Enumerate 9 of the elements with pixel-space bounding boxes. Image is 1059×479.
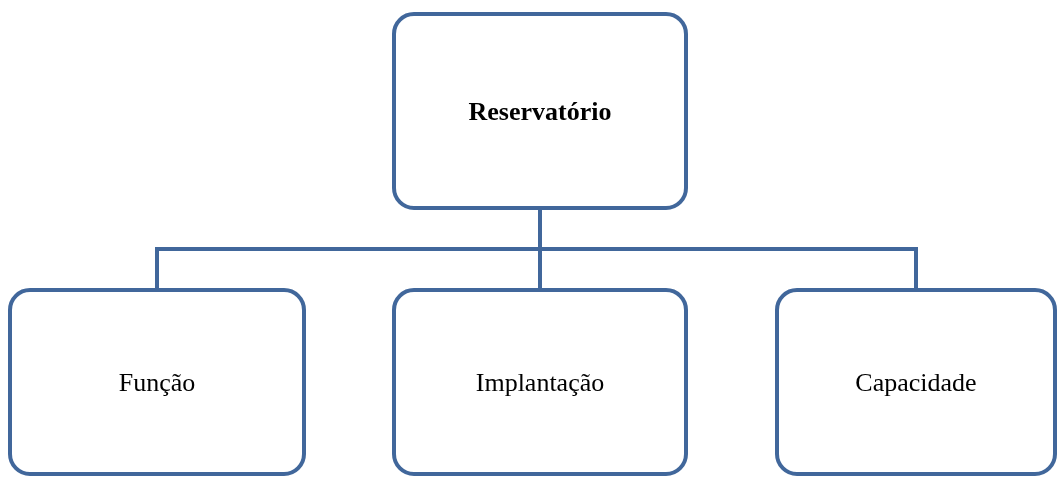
org-box — [775, 288, 1057, 476]
box-label: Função — [118, 366, 196, 399]
connector-line — [538, 210, 918, 288]
box-label: Capacidade — [855, 366, 977, 399]
box-label: Implantação — [475, 366, 605, 399]
org-box — [392, 12, 688, 210]
org-box — [8, 288, 306, 476]
org-box — [392, 288, 688, 476]
box-label: Reservatório — [468, 95, 612, 128]
